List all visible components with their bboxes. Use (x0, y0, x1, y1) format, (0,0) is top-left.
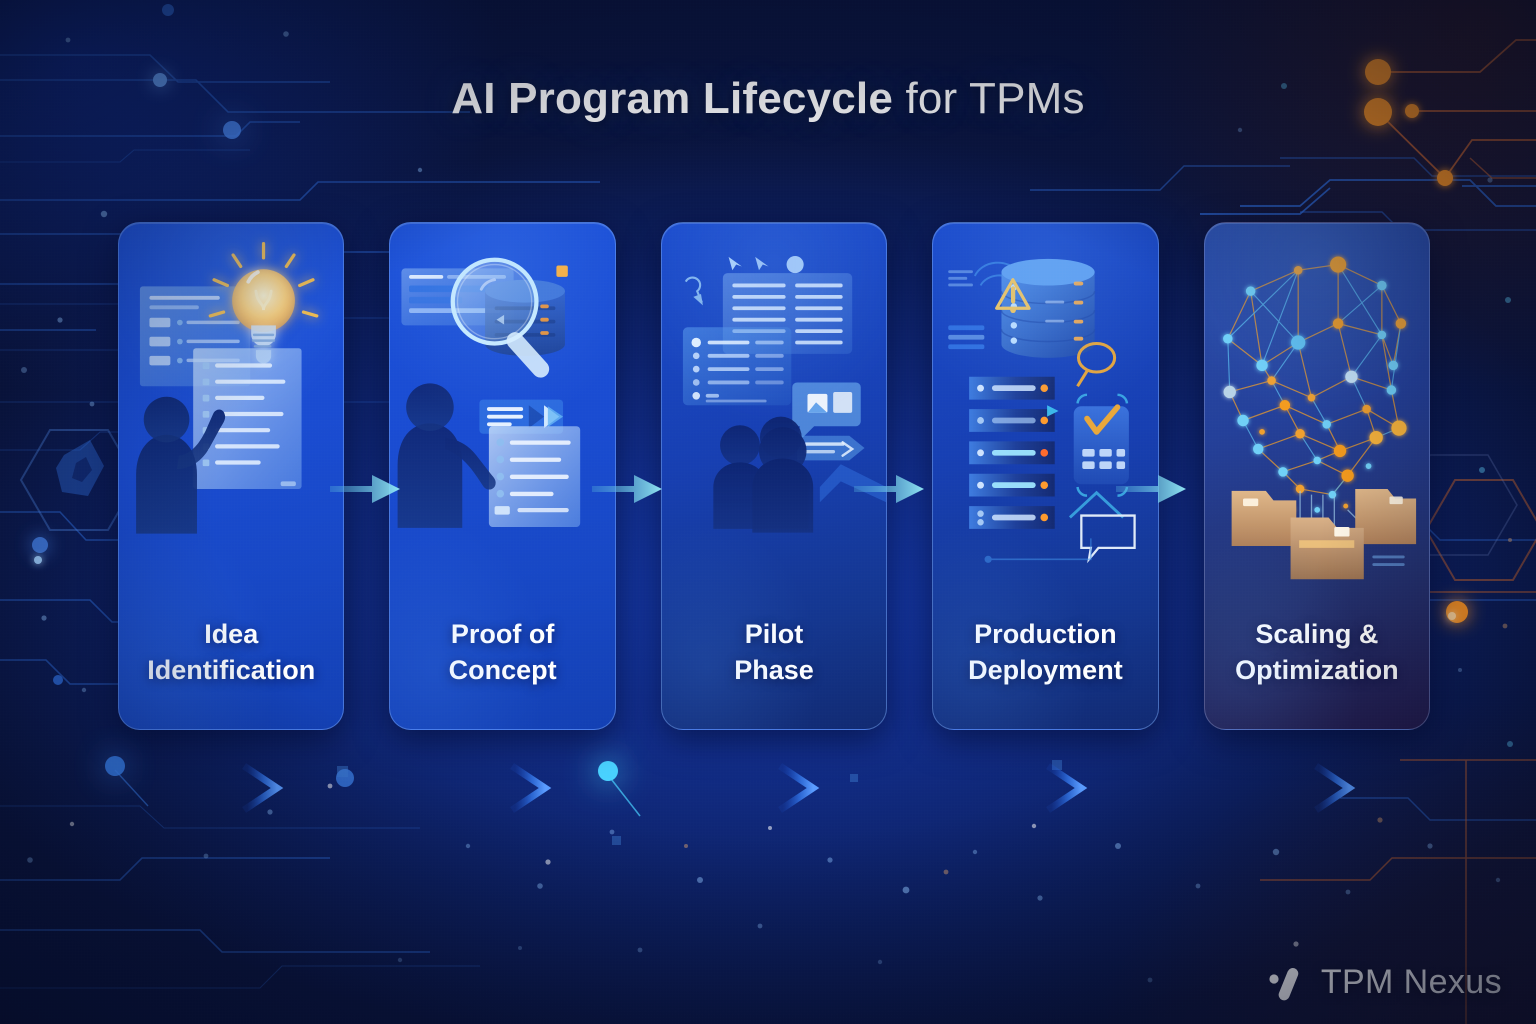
connector-arrow-1 (330, 466, 402, 512)
connector-arrow-4 (1116, 466, 1188, 512)
connector-arrow-2 (592, 466, 664, 512)
connector-arrow-3 (854, 466, 926, 512)
